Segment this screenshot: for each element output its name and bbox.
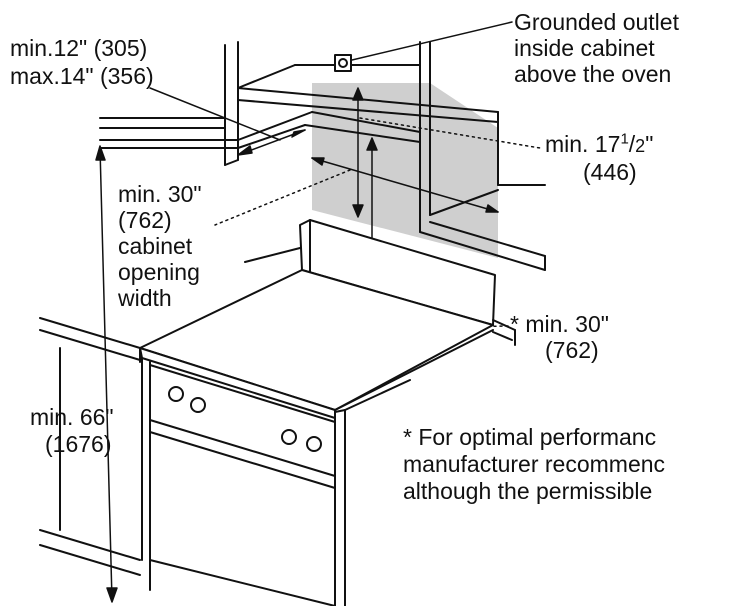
- height-66-mm: (1676): [45, 431, 112, 457]
- outlet-label-line1: Grounded outlet: [514, 9, 679, 35]
- clearance-17-label: min. 171/2": [545, 130, 654, 157]
- outlet-label-line2: inside cabinet: [514, 35, 655, 61]
- upper-left-max-label: max.14" (356): [10, 63, 154, 89]
- upper-left-min-label: min.12" (305): [10, 35, 148, 61]
- clearance-17-dimension: [352, 87, 541, 218]
- width-word-width: width: [118, 285, 172, 311]
- outlet-label-line3: above the oven: [514, 61, 672, 87]
- footnote-line1: * For optimal performanc: [403, 424, 657, 450]
- outlet-box: [334, 54, 352, 72]
- outlet-socket: [338, 58, 348, 68]
- height-30-label: * min. 30": [510, 311, 609, 337]
- range-cooktop: [139, 269, 494, 419]
- width-word-cabinet: cabinet: [118, 233, 193, 259]
- footnote-line3: although the permissible: [403, 478, 653, 504]
- width-dimension: [214, 157, 499, 226]
- control-knobs: [168, 386, 322, 452]
- knob-3: [281, 429, 297, 445]
- range-backguard: [299, 219, 496, 326]
- clearance-17-unit: ": [645, 131, 654, 157]
- width-min-label: min. 30": [118, 181, 202, 207]
- height-66-dimension: [95, 145, 118, 603]
- depth-dimension: [149, 87, 306, 156]
- countertops: [39, 247, 516, 576]
- wall-cabinet-left: [99, 111, 421, 149]
- clearance-17-sub: 2: [635, 136, 646, 156]
- knob-2: [190, 397, 206, 413]
- knob-1: [168, 386, 184, 402]
- knob-4: [306, 436, 322, 452]
- width-word-opening: opening: [118, 259, 200, 285]
- footnote-line2: manufacturer recommenc: [403, 451, 666, 477]
- height-66-label: min. 66": [30, 404, 114, 430]
- range-body: [141, 357, 346, 606]
- clearance-17-prefix: min. 17: [545, 131, 621, 157]
- clearance-17-mm: (446): [583, 159, 637, 185]
- clearance-17-slash: /: [628, 131, 636, 157]
- height-30-mm: (762): [545, 337, 599, 363]
- clearance-17-sup: 1: [620, 130, 629, 148]
- width-mm-label: (762): [118, 207, 172, 233]
